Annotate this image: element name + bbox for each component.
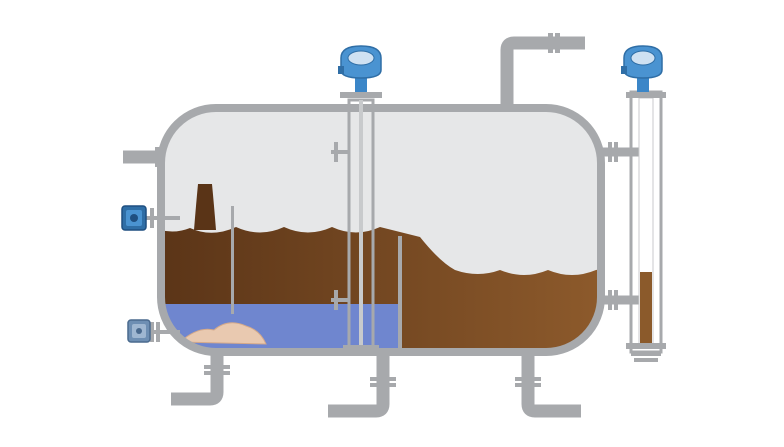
water-outlet-pipe-2 bbox=[328, 350, 390, 418]
side-transmitter bbox=[121, 205, 180, 231]
weir-plate bbox=[398, 236, 402, 352]
oil-outlet-pipe bbox=[521, 350, 581, 418]
gauge-oil-level bbox=[640, 272, 652, 347]
top-level-transmitter bbox=[331, 45, 382, 352]
bottom-transmitter bbox=[127, 319, 180, 343]
gauge-transmitter-icon bbox=[621, 45, 663, 92]
top-level-transmitter-icon bbox=[338, 45, 382, 92]
side-transmitter-icon bbox=[121, 205, 147, 231]
sediment bbox=[178, 322, 267, 345]
external-level-gauge bbox=[621, 45, 666, 362]
water-outlet-pipe bbox=[171, 350, 224, 406]
gas-outlet-pipe bbox=[500, 36, 585, 110]
inlet-flow bbox=[194, 184, 216, 230]
water-layer bbox=[161, 304, 398, 352]
inlet-baffle bbox=[231, 206, 234, 314]
vessel-shell bbox=[157, 104, 605, 356]
vessel bbox=[157, 104, 605, 356]
bottom-transmitter-icon bbox=[127, 319, 151, 343]
